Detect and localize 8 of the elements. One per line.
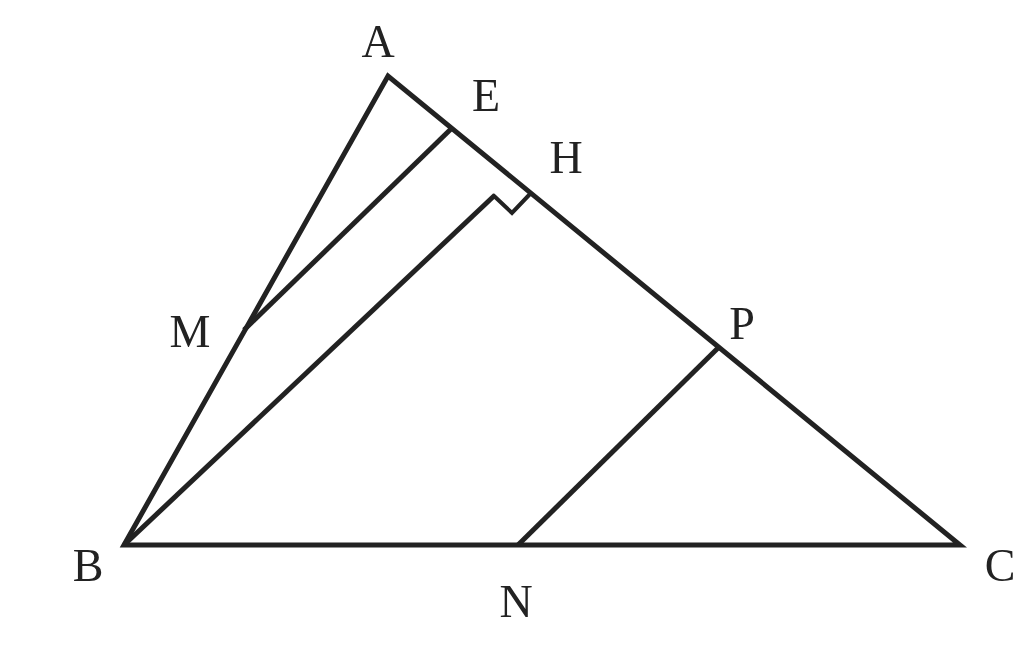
point-label: A: [361, 19, 395, 65]
point-label: E: [471, 73, 501, 119]
point-label: N: [499, 579, 533, 625]
point-label: M: [169, 309, 211, 355]
point-label: H: [549, 135, 583, 181]
point-label: P: [729, 301, 755, 347]
point-label: C: [984, 543, 1016, 589]
point-label: B: [72, 543, 104, 589]
